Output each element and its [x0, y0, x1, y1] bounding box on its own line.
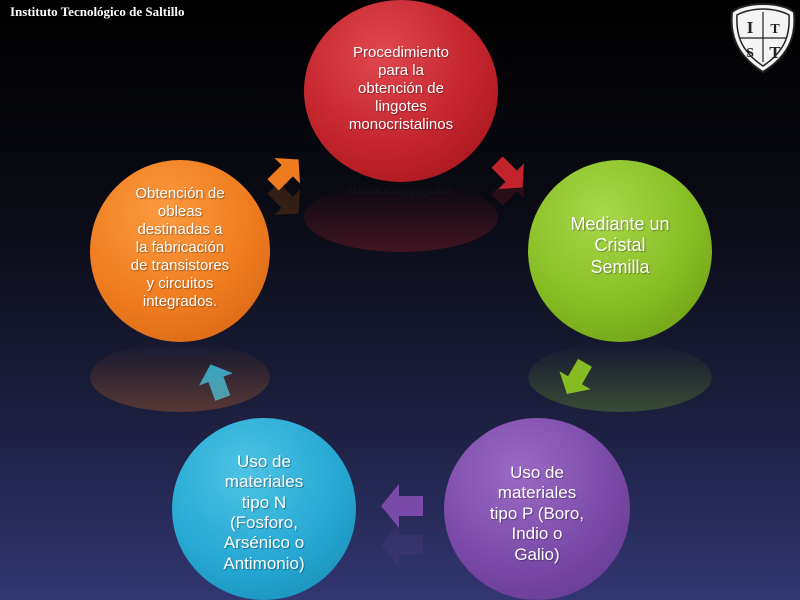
arrow-n2-to-n3 [559, 358, 592, 395]
logo-letter-i: I [747, 18, 754, 37]
arrow-n1-to-n2 [491, 156, 524, 189]
logo-letter-t-bottom: T [769, 43, 781, 62]
node-3-line-4: Indio o [511, 524, 563, 544]
node-3-line-1: Uso de [510, 463, 564, 483]
node-1-line-5: monocristalinos [348, 116, 454, 133]
arrow-n4-to-n5 [199, 364, 233, 401]
node-1-line-1: Procedimiento [353, 44, 449, 61]
node-obleas-transistores: Obtención de obleas destinadas a la fabr… [90, 160, 270, 342]
node-procedimiento-lingotes: Procedimiento para la obtención de lingo… [304, 0, 498, 182]
node-materiales-tipo-p: Uso de materiales tipo P (Boro, Indio o … [444, 418, 630, 600]
node-5-line-1: Obtención de [135, 185, 225, 202]
node-4-line-2: materiales [224, 472, 304, 492]
node-3-line-3: tipo P (Boro, [489, 503, 585, 523]
node-1-line-4: lingotes [375, 98, 427, 115]
arrow-n3-to-n4 [381, 484, 423, 528]
arrow-n5-to-n1 [267, 158, 300, 191]
institute-crest-logo-icon: I T S T [730, 2, 796, 74]
reflection-n1: monocristalinos [304, 182, 498, 252]
reflection-n5: integrados. [90, 342, 270, 412]
node-1-line-3: obtención de [358, 80, 444, 97]
node-5-line-4: la fabricación [135, 239, 225, 256]
node-3-line-5: Galio) [514, 544, 560, 564]
node-2-line-2: Cristal [594, 235, 646, 256]
node-cristal-semilla: Mediante un Cristal Semilla [528, 160, 712, 342]
node-5-line-6: y circuitos [146, 275, 214, 292]
node-materiales-tipo-n: Uso de materiales tipo N (Fosforo, Arsén… [172, 418, 356, 600]
node-5-line-7: integrados. [142, 293, 218, 310]
node-5-line-3: destinadas a [137, 221, 223, 238]
node-5-line-5: de transistores [130, 257, 230, 274]
node-5-line-2: obleas [157, 203, 203, 220]
node-2-line-1: Mediante un [570, 213, 670, 234]
node-4-line-1: Uso de [237, 451, 291, 471]
node-2-line-3: Semilla [590, 256, 650, 277]
logo-letter-s: S [746, 46, 754, 61]
node-4-line-3: tipo N [241, 492, 287, 512]
node-4-line-5: Arsénico o [223, 533, 305, 553]
node-4-line-4: (Fosforo, [229, 513, 298, 532]
node-3-line-2: materiales [497, 483, 577, 503]
node-4-line-6: Antimonio) [223, 553, 305, 573]
institution-title: Instituto Tecnológico de Saltillo [10, 4, 185, 19]
logo-letter-t-top: T [770, 22, 780, 37]
reflection-n2 [528, 342, 712, 412]
node-1-line-2: para la [378, 62, 424, 79]
